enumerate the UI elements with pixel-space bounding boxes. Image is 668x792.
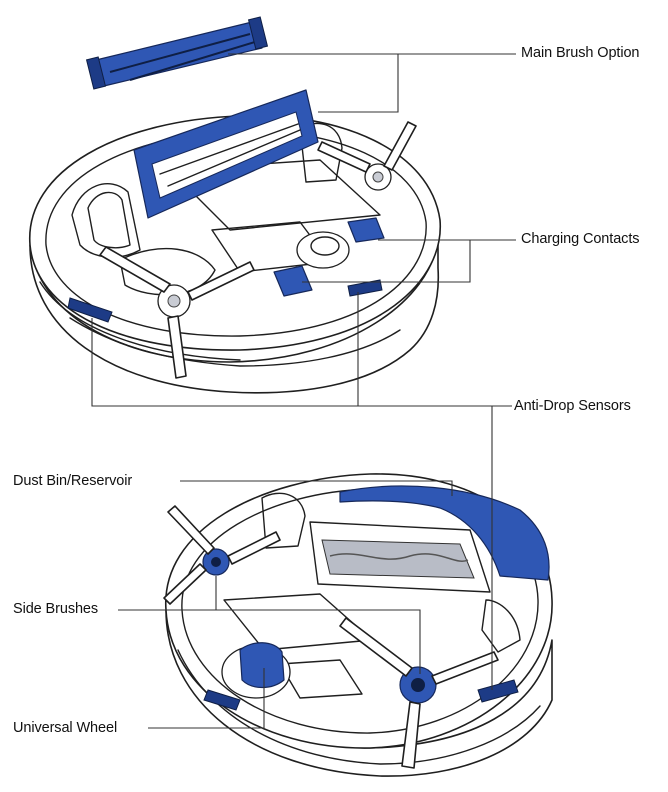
- top-robot-left-wheel-housing: [71, 183, 141, 258]
- side-brush-right-bristle-2: [401, 701, 421, 769]
- leader-charging-contacts-drop: [302, 240, 471, 283]
- bottom-anti-drop-sensor-left: [203, 689, 241, 711]
- top-side-brush-left-bristle-2: [167, 315, 187, 379]
- bottom-robot-illustration: [163, 473, 553, 777]
- label-anti-drop-sensors: Anti-Drop Sensors: [514, 398, 631, 414]
- main-brush-roller: [85, 16, 269, 90]
- leader-lines: [91, 53, 516, 729]
- top-robot-wall-line-1: [39, 281, 241, 361]
- leader-anti-drop-top-left: [91, 318, 358, 407]
- side-brush-left-bristle-1: [167, 505, 215, 555]
- label-charging-contacts: Charging Contacts: [521, 231, 640, 247]
- bottom-robot-inner-rim: [181, 488, 539, 734]
- main-brush-roller-bristles: [109, 33, 256, 81]
- bottom-anti-drop-sensor-right: [477, 679, 519, 703]
- main-brush-frame-grid: [159, 123, 301, 187]
- side-brush-right-center: [411, 678, 425, 692]
- top-robot-left-wheel: [87, 191, 131, 249]
- top-side-brush-left-bristle-3: [187, 261, 255, 301]
- leader-universal-wheel: [148, 668, 265, 729]
- side-brush-left-bristle-2: [227, 531, 281, 565]
- leader-main-brush-option-drop: [318, 54, 399, 113]
- leader-anti-drop-top-right: [357, 292, 512, 407]
- label-universal-wheel: Universal Wheel: [13, 720, 118, 736]
- main-brush-roller-end-left: [85, 56, 107, 90]
- label-main-brush-option: Main Brush Option: [521, 45, 640, 61]
- top-side-brush-right-bristle-2: [317, 141, 371, 173]
- bottom-robot-lower-panel: [279, 659, 363, 699]
- top-side-brush-right-bristle-1: [383, 121, 417, 171]
- side-brush-right-bristle-3: [431, 651, 499, 685]
- dust-bin-reservoir: [339, 485, 550, 581]
- bottom-robot-wheel-housing-left: [261, 492, 306, 549]
- universal-wheel: [239, 642, 285, 689]
- top-robot-wall-line-2: [69, 317, 401, 367]
- top-side-brush-left-bristle-1: [99, 246, 171, 293]
- top-robot-illustration: [29, 16, 441, 394]
- top-universal-wheel-hub: [310, 236, 340, 256]
- side-brush-right-bristle-1: [339, 617, 413, 677]
- top-side-brush-left-center: [167, 294, 181, 308]
- bottom-robot-main-brush-bristles: [329, 553, 469, 562]
- side-brush-left-bristle-3: [163, 563, 207, 605]
- label-side-brushes: Side Brushes: [13, 601, 99, 617]
- main-brush-roller-end-right: [247, 16, 269, 50]
- label-dust-bin-reservoir: Dust Bin/Reservoir: [13, 473, 133, 489]
- top-anti-drop-sensor-left: [67, 297, 113, 323]
- bottom-robot-brush-bay: [309, 521, 491, 593]
- leader-dust-bin-reservoir: [180, 480, 453, 496]
- top-side-brush-right-center: [372, 171, 384, 183]
- charging-contact-1: [347, 217, 385, 243]
- charging-contact-2: [273, 265, 313, 297]
- side-brush-left-center: [211, 557, 221, 567]
- leader-side-brushes: [118, 609, 421, 674]
- top-robot-panel-detail: [119, 247, 216, 296]
